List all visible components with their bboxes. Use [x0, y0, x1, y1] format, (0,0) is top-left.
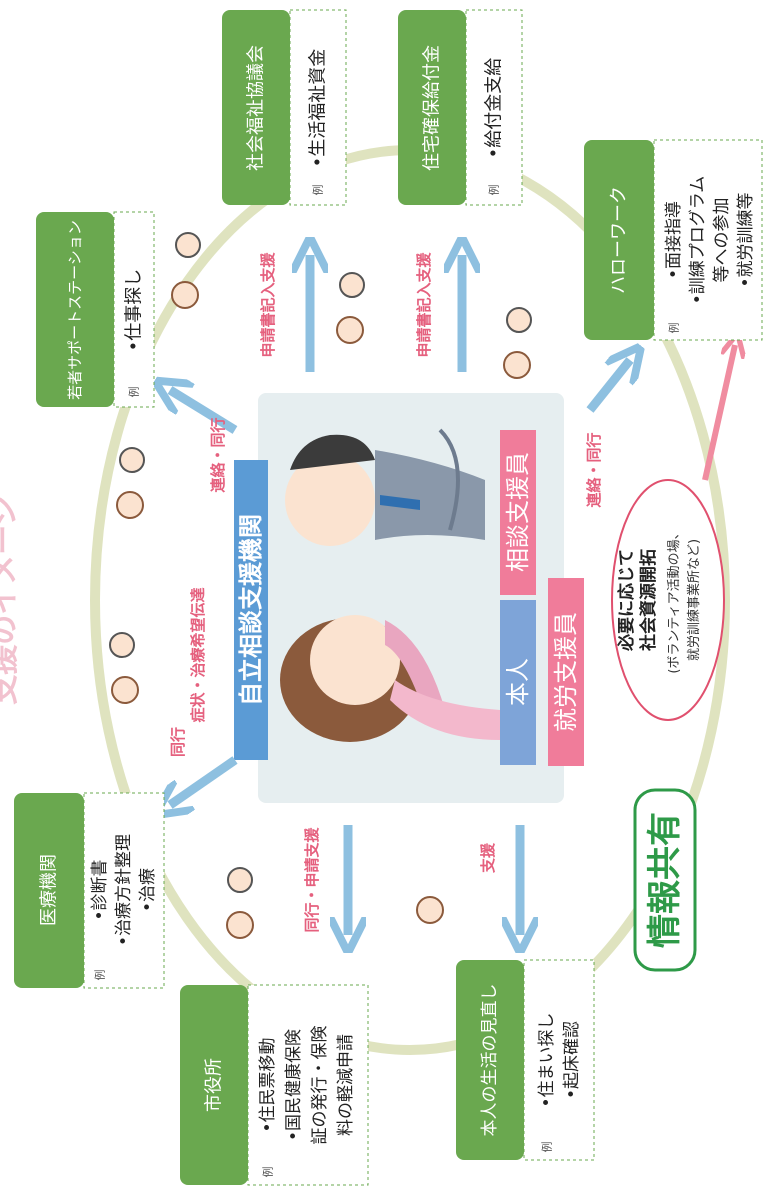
node-title-youth-support-station: 若者サポートステーション	[66, 220, 84, 400]
arrow-label-medical-2: 症状・治療希望伝達	[189, 587, 207, 722]
node-item-city-office-1: •国民健康保険	[284, 1029, 304, 1141]
arrow-label-medical-1: 同行	[169, 727, 187, 757]
node-item-city-office-0: •住民票移動	[258, 1037, 278, 1132]
arrow-to-youth	[170, 390, 238, 434]
center-org-band	[234, 460, 268, 760]
example-badge-youth-support-station: 例	[127, 387, 141, 398]
node-item-city-office-3: 料の軽減申請	[336, 1034, 356, 1136]
node-title-hello-work: ハローワーク	[609, 186, 630, 294]
person-icon-life	[416, 896, 444, 924]
arrow-pink-to-hello-work	[702, 345, 735, 481]
arrow-label-city: 同行・申請支援	[303, 827, 321, 933]
node-item-medical-0: •診断書	[90, 859, 110, 920]
example-badge-city-office: 例	[261, 1167, 275, 1178]
node-hello-work: ハローワーク •面接指導 •訓練プログラム 等への参加 •就労訓練等 例	[584, 139, 763, 341]
node-title-social-welfare-council: 社会福祉協議会	[246, 45, 267, 171]
resource-line-3: (ボランティア活動の場、	[667, 526, 682, 673]
node-item-hello-work-1: •訓練プログラム	[688, 176, 708, 305]
arrow-label-life: 支援	[479, 842, 497, 874]
node-item-life-review-1: •起床確認	[562, 1021, 582, 1099]
arrow-to-medical	[170, 756, 238, 805]
example-badge-medical: 例	[93, 970, 107, 981]
node-city-office: 市役所 •住民票移動 •国民健康保険 証の発行・保険 料の軽減申請 例	[180, 984, 369, 1186]
people-icon-council	[171, 232, 201, 309]
node-item-city-office-2: 証の発行・保険	[310, 1026, 330, 1145]
node-item-hello-work-3: •就労訓練等	[736, 192, 756, 287]
resource-line-2: 社会資源開拓	[638, 549, 659, 652]
role-badge-employment	[548, 578, 584, 766]
role-label-self: 本人	[504, 658, 532, 706]
example-badge-life-review: 例	[540, 1142, 554, 1153]
node-title-city-office: 市役所	[204, 1058, 225, 1112]
node-life-review: 本人の生活の見直し •住まい探し •起床確認 例	[456, 959, 595, 1161]
example-badge-social-welfare-council: 例	[311, 185, 325, 196]
info-share-box	[633, 788, 697, 972]
people-icon-city	[226, 867, 254, 939]
node-item-social-welfare-council-0: •生活福祉資金	[308, 49, 329, 168]
node-item-youth-support-station-0: •仕事探し	[124, 269, 145, 352]
node-item-life-review-0: •住まい探し	[537, 1012, 557, 1107]
node-item-medical-2: •治療	[138, 868, 158, 912]
center-org-label: 自立相談支援機関	[237, 514, 265, 706]
node-item-hello-work-0: •面接指導	[664, 201, 684, 279]
arrow-label-council: 申請書記入支援	[259, 252, 277, 358]
resource-bubble	[611, 479, 725, 721]
people-icon-hello-work	[503, 307, 532, 379]
arrow-label-hello-work: 連絡・同行	[585, 432, 603, 507]
header-partial-title: 支援のイメージ	[0, 495, 22, 704]
counselor-man-figure	[285, 428, 485, 546]
client-woman-figure	[280, 615, 500, 742]
node-social-welfare-council: 社会福祉協議会 •生活福祉資金 例	[222, 9, 347, 206]
node-title-medical: 医療機関	[39, 854, 60, 926]
resource-line-1: 必要に応じて	[616, 549, 637, 652]
people-icon-medical	[109, 632, 139, 704]
people-icon-youth	[116, 447, 145, 519]
role-label-employment: 就労支援員	[552, 612, 580, 732]
node-title-housing-benefit: 住宅確保給付金	[422, 45, 443, 171]
arrow-label-housing: 申請書記入支援	[415, 252, 433, 358]
node-item-medical-1: •治療方針整理	[114, 834, 134, 946]
arrow-to-hello-work	[586, 360, 630, 413]
node-housing-benefit: 住宅確保給付金 •給付金支給 例	[398, 9, 523, 206]
resource-line-4: 就労訓練事業所など)	[686, 539, 702, 661]
node-youth-support-station: 若者サポートステーション •仕事探し 例	[36, 211, 155, 408]
node-item-hello-work-2: 等への参加	[712, 198, 732, 283]
role-badge-consultation	[500, 430, 536, 595]
node-medical: 医療機関 •診断書 •治療方針整理 •治療 例	[14, 792, 165, 989]
role-badge-self	[500, 600, 536, 765]
node-item-housing-benefit-0: •給付金支給	[484, 58, 505, 159]
people-icon-housing	[336, 272, 365, 344]
node-title-life-review: 本人の生活の見直し	[480, 984, 500, 1137]
info-share-label: 情報共有	[645, 812, 685, 948]
example-badge-housing-benefit: 例	[487, 185, 501, 196]
role-label-consultation: 相談支援員	[504, 452, 532, 572]
example-badge-hello-work: 例	[667, 323, 681, 334]
arrow-label-youth: 連絡・同行	[209, 417, 227, 492]
